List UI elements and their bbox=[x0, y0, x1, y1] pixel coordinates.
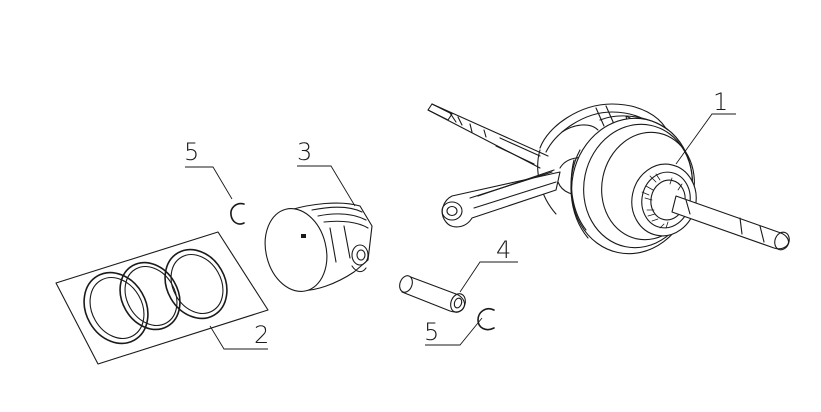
connecting-rod bbox=[441, 157, 598, 228]
piston-rings-frame bbox=[55, 231, 269, 365]
piston-ring-3 bbox=[164, 248, 228, 320]
piston-ring-2 bbox=[119, 261, 181, 331]
callout-5-left: 5 bbox=[184, 138, 199, 166]
piston bbox=[264, 202, 373, 292]
crankshaft-right-shaft bbox=[671, 195, 790, 251]
leader-lines bbox=[185, 113, 736, 350]
callout-2: 2 bbox=[254, 321, 269, 349]
piston-rings-group bbox=[55, 231, 269, 365]
crankshaft-left-shaft bbox=[427, 103, 549, 169]
callout-5-right: 5 bbox=[424, 318, 439, 346]
crankshaft-assembly bbox=[427, 103, 790, 255]
circlip-right bbox=[477, 307, 495, 331]
piston-pin bbox=[399, 275, 466, 313]
piston-ring-1 bbox=[83, 271, 149, 345]
callout-4: 4 bbox=[496, 236, 511, 264]
circlip-left bbox=[230, 202, 245, 225]
callout-3: 3 bbox=[297, 138, 312, 166]
callout-1: 1 bbox=[713, 88, 728, 116]
piston-crown-mark bbox=[301, 234, 306, 238]
